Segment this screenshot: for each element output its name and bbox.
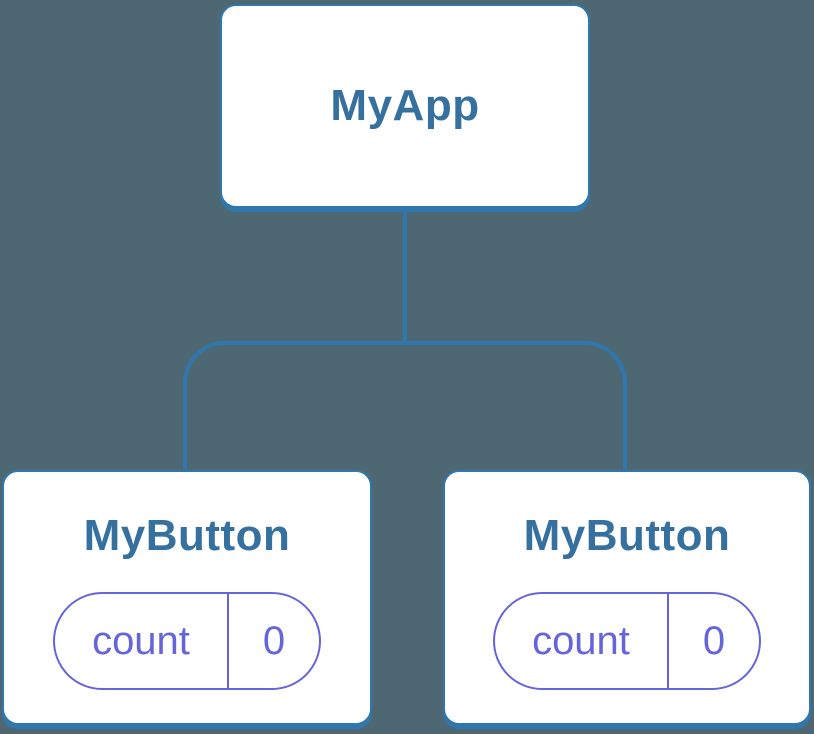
state-key: count [55, 594, 229, 688]
state-pill: count 0 [493, 592, 761, 690]
state-value: 0 [262, 618, 286, 663]
child-node-mybutton-left: MyButton count 0 [2, 470, 372, 725]
child-node-mybutton-right: MyButton count 0 [443, 470, 811, 725]
state-value: 0 [702, 618, 726, 663]
root-connector-stem [403, 207, 407, 344]
children-connector-bracket [183, 341, 627, 470]
state-pill: count 0 [53, 592, 321, 690]
root-node-myapp: MyApp [220, 4, 590, 208]
child-node-label: MyButton [83, 511, 291, 560]
state-key: count [495, 594, 669, 688]
child-node-label: MyButton [523, 511, 731, 560]
root-node-label: MyApp [330, 81, 480, 130]
